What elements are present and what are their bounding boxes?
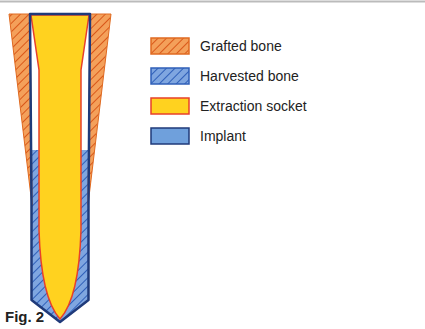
legend-swatch-fill xyxy=(151,98,189,114)
legend-swatch-fill xyxy=(151,128,189,144)
legend-swatch xyxy=(150,67,190,85)
legend-label: Extraction socket xyxy=(200,97,307,115)
legend-swatch xyxy=(150,37,190,55)
legend-swatch xyxy=(150,97,190,115)
grafted-bone xyxy=(9,14,32,205)
implant-outline xyxy=(30,14,90,322)
grafted-bone xyxy=(88,14,111,205)
legend-swatch xyxy=(150,127,190,145)
legend-swatch-fill xyxy=(151,38,189,54)
figure-caption: Fig. 2 xyxy=(5,308,44,325)
legend-swatch-fill xyxy=(151,68,189,84)
top-rule xyxy=(0,1,425,3)
legend-label: Implant xyxy=(200,127,246,145)
legend-label: Grafted bone xyxy=(200,37,282,55)
extraction-socket xyxy=(31,15,89,319)
legend-label: Harvested bone xyxy=(200,67,299,85)
